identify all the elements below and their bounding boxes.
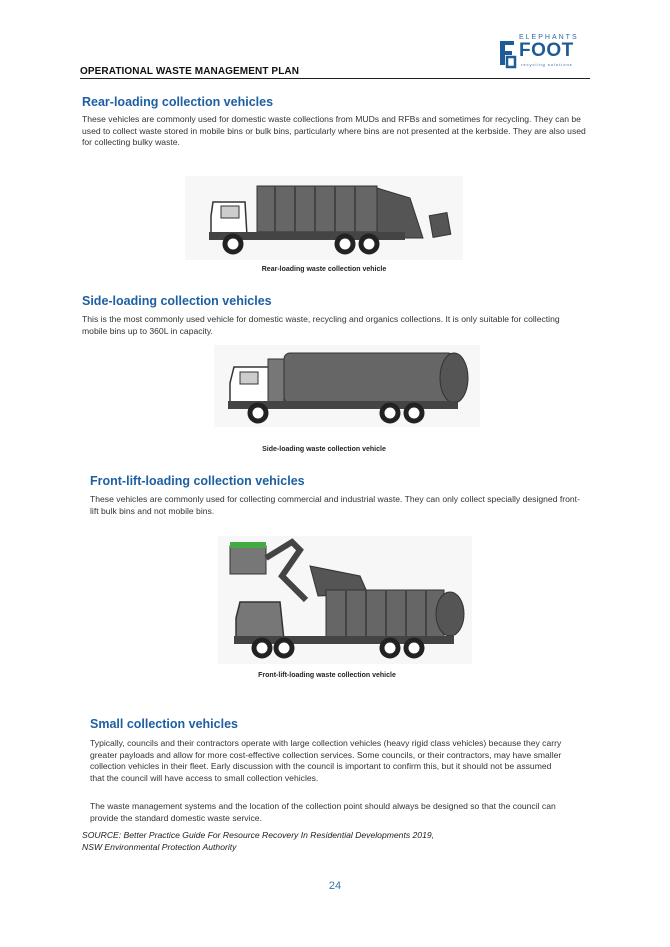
section-heading-side-loading: Side-loading collection vehicles bbox=[82, 294, 272, 308]
source-citation: SOURCE: Better Practice Guide For Resour… bbox=[82, 830, 434, 853]
logo-main-text: FOOT bbox=[519, 40, 574, 61]
company-logo: ELEPHANTS FOOT recycling solutions bbox=[497, 34, 591, 72]
elephant-foot-logo-icon bbox=[500, 41, 517, 69]
side-loading-vehicle-image bbox=[214, 345, 480, 427]
section-heading-front-lift-loading: Front-lift-loading collection vehicles bbox=[90, 474, 305, 488]
section-heading-rear-loading: Rear-loading collection vehicles bbox=[82, 95, 274, 109]
side-loading-truck-illustration bbox=[228, 352, 469, 424]
caption-side-loading: Side-loading waste collection vehicle bbox=[262, 446, 386, 453]
page-number: 24 bbox=[328, 880, 342, 892]
logo-sub-text: recycling solutions bbox=[521, 62, 573, 67]
section-text-small-collection: Typically, councils and their contractor… bbox=[90, 738, 562, 783]
section-heading-small-collection: Small collection vehicles bbox=[90, 717, 238, 731]
rear-loading-truck-illustration bbox=[209, 185, 452, 255]
front-lift-truck-illustration bbox=[229, 538, 465, 659]
section-text-rear-loading: These vehicles are commonly used for dom… bbox=[82, 114, 586, 147]
logo-top-text: ELEPHANTS bbox=[519, 34, 579, 41]
front-lift-loading-vehicle-image bbox=[218, 536, 472, 664]
caption-rear-loading: Rear-loading waste collection vehicle bbox=[261, 266, 387, 273]
source-line-1: SOURCE: Better Practice Guide For Resour… bbox=[82, 830, 435, 840]
section-text-front-lift-loading: These vehicles are commonly used for col… bbox=[90, 494, 580, 516]
header-divider bbox=[80, 78, 590, 79]
section-text-small-collection-2: The waste management systems and the loc… bbox=[90, 801, 556, 823]
document-header-title: OPERATIONAL WASTE MANAGEMENT PLAN bbox=[80, 66, 300, 77]
caption-front-lift-loading: Front-lift-loading waste collection vehi… bbox=[258, 672, 396, 679]
source-line-2: NSW Environmental Protection Authority bbox=[82, 841, 237, 852]
rear-loading-vehicle-image bbox=[185, 176, 463, 260]
section-text-side-loading: This is the most commonly used vehicle f… bbox=[82, 314, 560, 336]
